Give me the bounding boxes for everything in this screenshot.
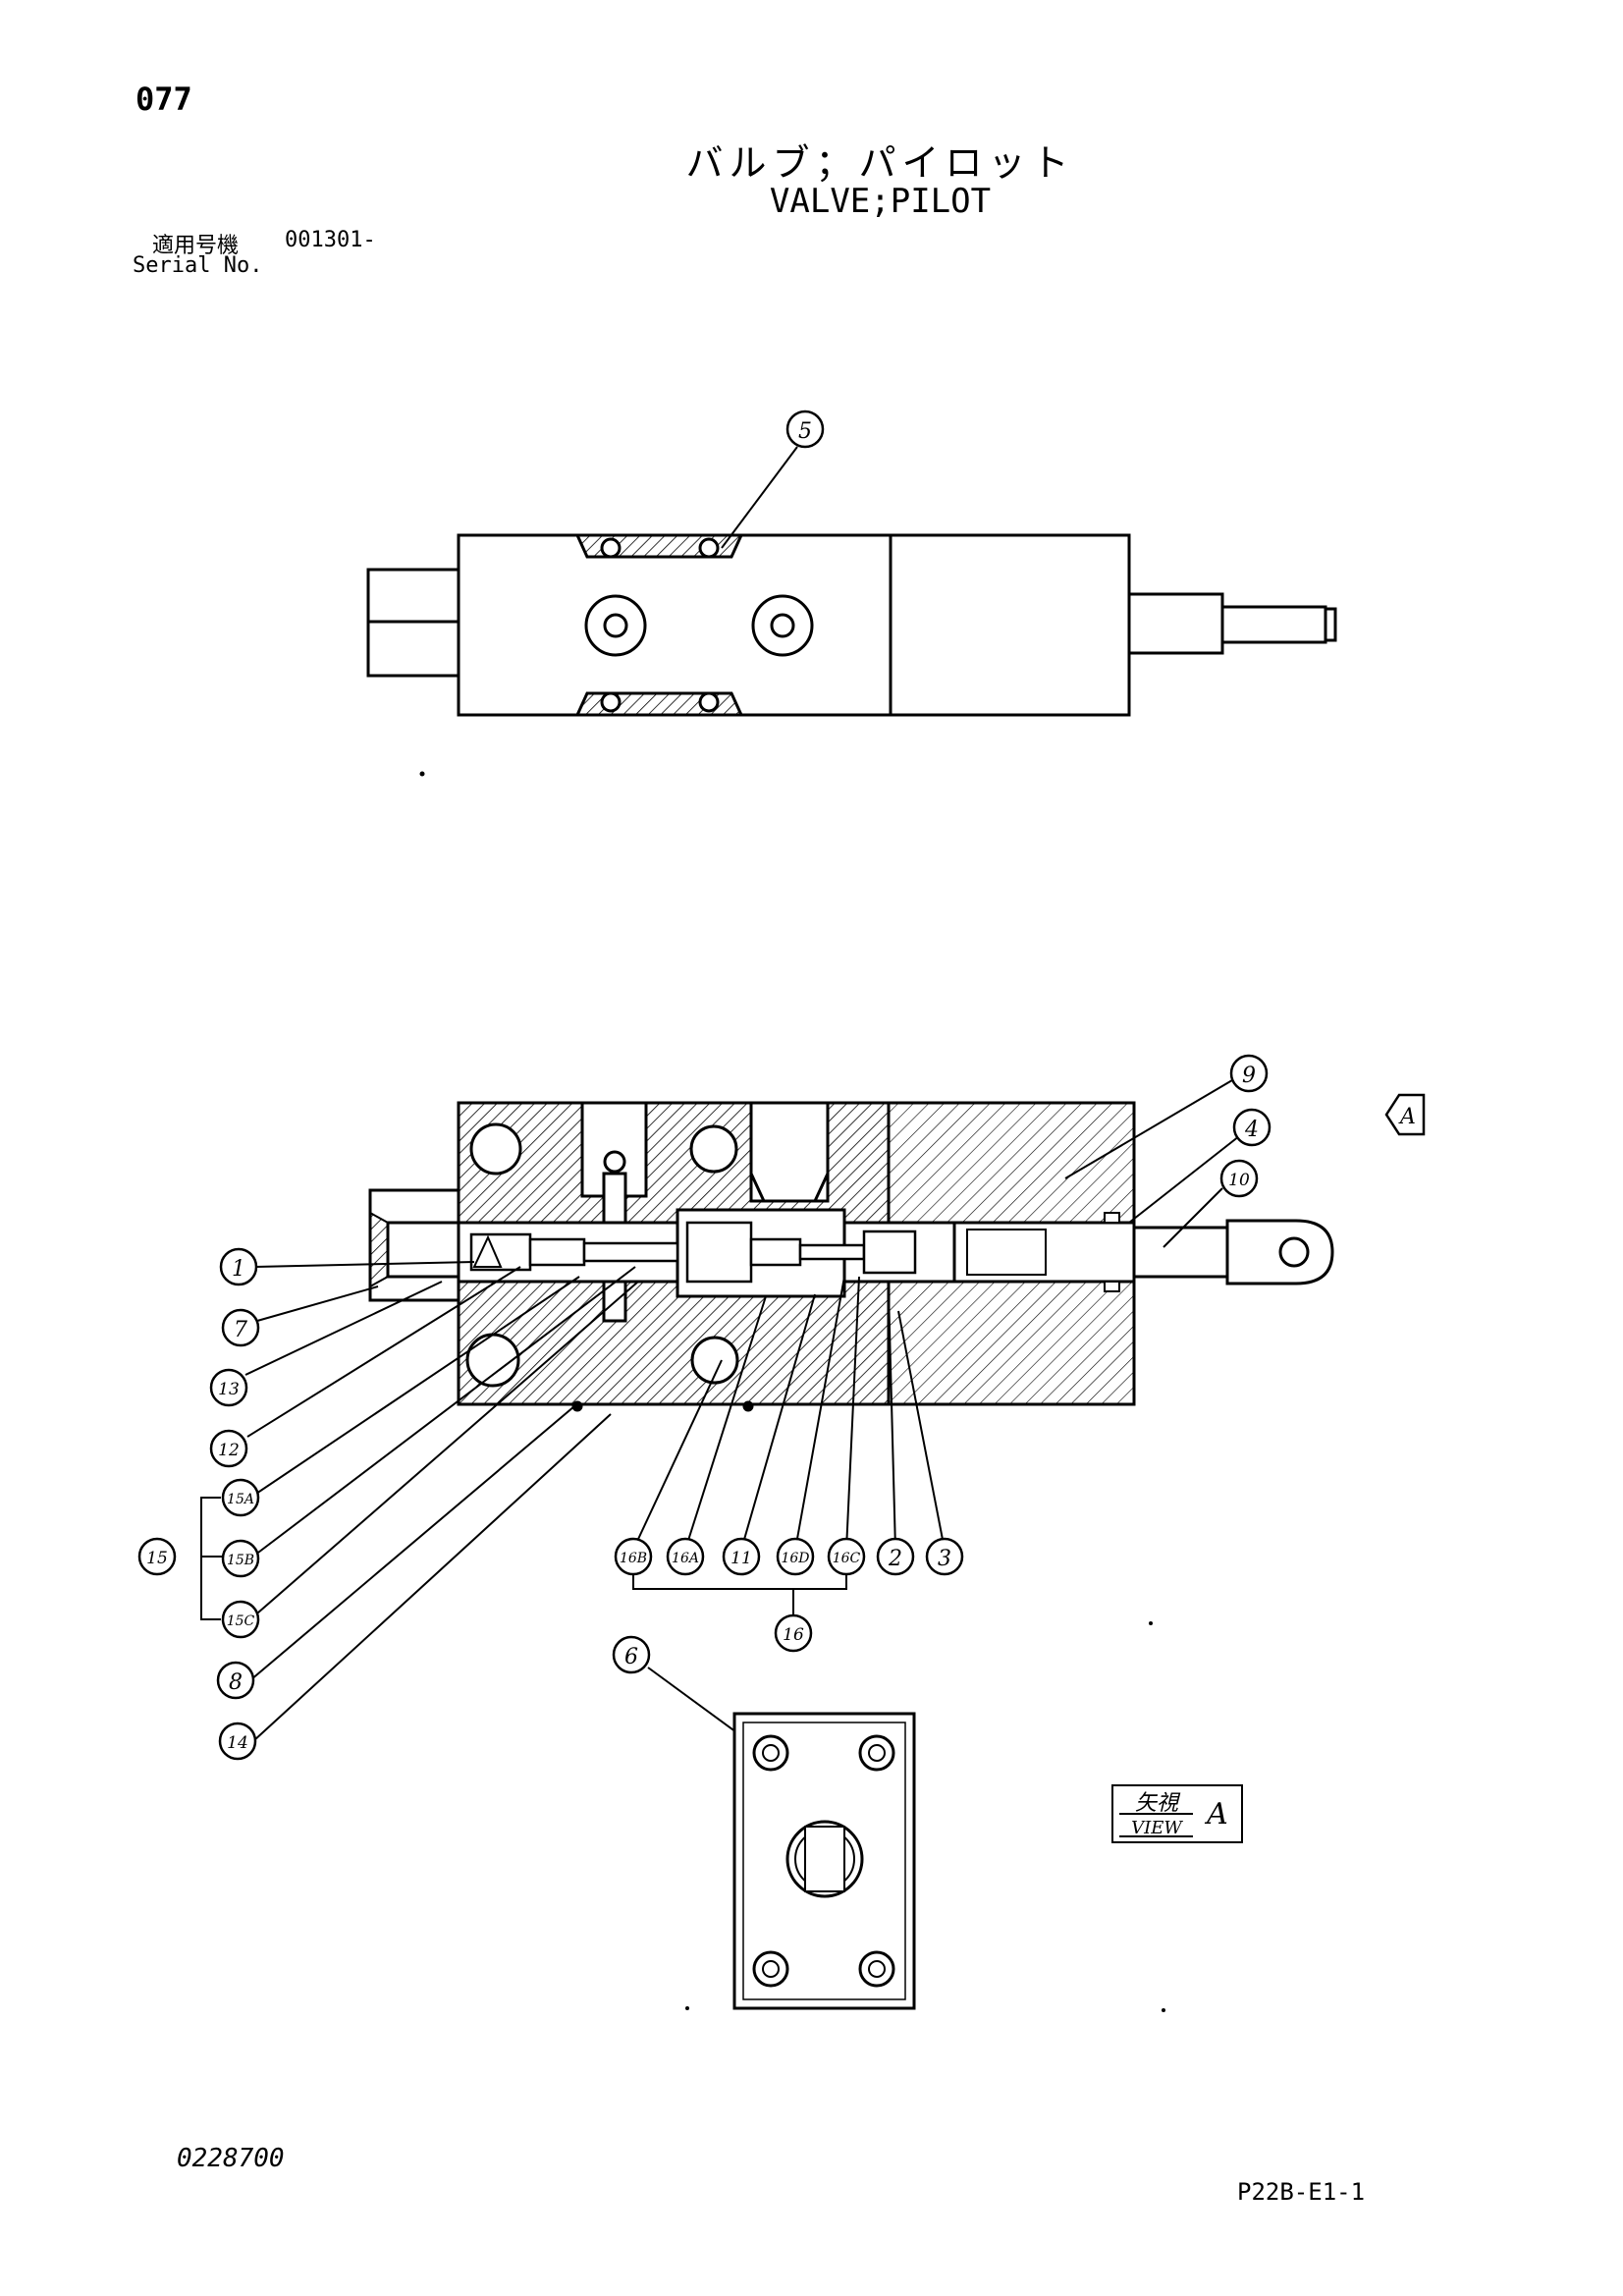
svg-text:4: 4 [1244,1118,1259,1142]
svg-text:16: 16 [783,1625,804,1645]
svg-text:15C: 15C [227,1613,255,1629]
callout-16a: 16A [666,1537,705,1576]
callout-1: 1 [219,1247,258,1286]
callout-8: 8 [216,1661,255,1700]
svg-text:16D: 16D [781,1551,809,1566]
callout-16b: 16B [614,1537,653,1576]
svg-text:16B: 16B [620,1551,647,1566]
drawing-number: 0228700 [177,2144,285,2173]
svg-text:2: 2 [888,1547,902,1571]
title-japanese: バルブ；パイロット [685,141,1075,185]
view-a-marker: A [1384,1093,1426,1136]
end-plate-view [732,1712,916,2010]
svg-text:3: 3 [938,1547,951,1571]
callout-3: 3 [925,1537,964,1576]
title-english: VALVE;PILOT [769,182,992,221]
svg-text:5: 5 [798,419,812,444]
callout-15b: 15B [221,1539,260,1578]
svg-text:A: A [1398,1105,1416,1129]
svg-text:15B: 15B [227,1553,254,1568]
svg-text:6: 6 [624,1645,638,1669]
svg-text:14: 14 [227,1733,248,1753]
sheet-code: P22B-E1-1 [1237,2178,1366,2206]
callout-15: 15 [137,1537,177,1576]
callout-5: 5 [785,410,825,449]
svg-text:A: A [1204,1797,1228,1831]
callout-12: 12 [209,1429,248,1468]
callout-6: 6 [612,1635,651,1674]
top-view [366,446,1337,717]
svg-text:15A: 15A [227,1492,254,1507]
svg-text:16C: 16C [833,1551,861,1566]
leader-lines [200,1079,1240,1744]
callout-9: 9 [1229,1054,1269,1093]
scan-specks [419,771,1165,2012]
callout-11: 11 [722,1537,761,1576]
svg-text:15: 15 [146,1549,168,1568]
callout-16d: 16D [776,1537,815,1576]
section-view [368,1101,1334,1412]
serial-label-english: Serial No. [133,253,263,278]
callout-16c: 16C [827,1537,866,1576]
serial-label-japanese: 適用号機 [152,234,240,258]
svg-text:10: 10 [1228,1171,1250,1190]
svg-text:1: 1 [232,1257,245,1282]
page-number: 077 [135,81,192,118]
svg-text:8: 8 [229,1670,243,1695]
serial-number-value: 001301- [285,228,376,252]
svg-text:12: 12 [218,1441,240,1460]
svg-text:9: 9 [1242,1064,1256,1088]
svg-text:13: 13 [218,1380,240,1399]
callout-14: 14 [218,1722,257,1761]
callout-4: 4 [1232,1108,1271,1147]
callout-7: 7 [221,1308,260,1347]
callout-15a: 15A [221,1478,260,1517]
svg-text:11: 11 [730,1549,752,1568]
callout-15c: 15C [221,1600,260,1639]
callout-2: 2 [876,1537,915,1576]
callout-16: 16 [774,1613,813,1653]
view-a-label: 矢視 VIEW A [1111,1784,1243,1843]
callout-10: 10 [1219,1159,1259,1198]
svg-text:矢視: 矢視 [1135,1791,1181,1816]
svg-text:7: 7 [234,1318,247,1342]
svg-text:16A: 16A [672,1551,699,1566]
svg-text:VIEW: VIEW [1131,1818,1183,1838]
callout-13: 13 [209,1368,248,1407]
